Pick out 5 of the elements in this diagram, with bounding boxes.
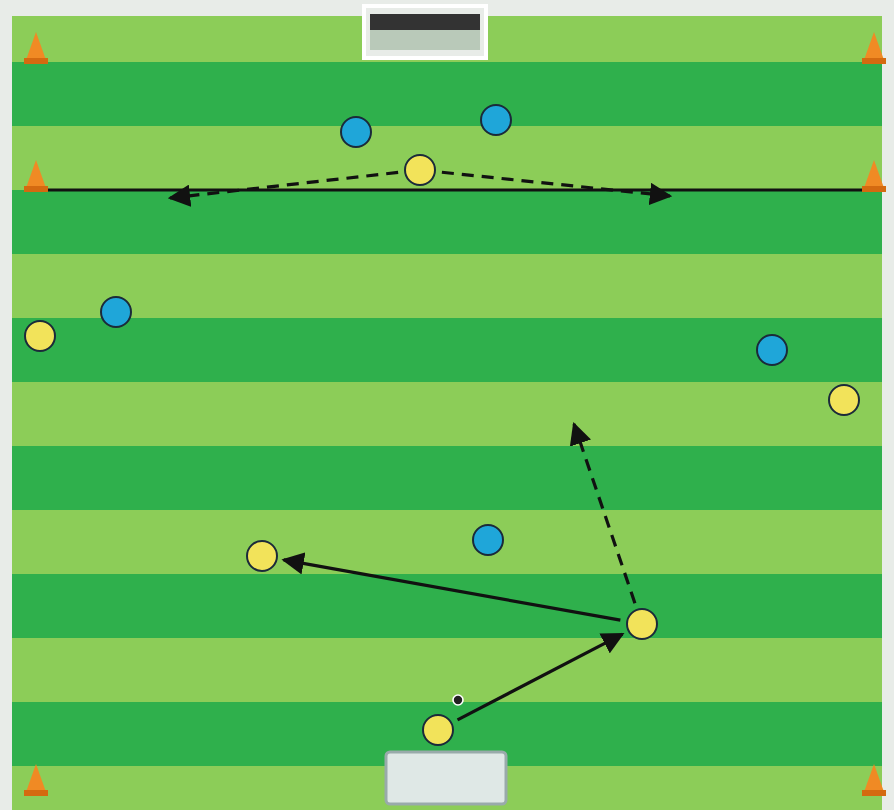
arrow — [456, 632, 625, 722]
arrow — [441, 170, 673, 206]
arrow — [281, 552, 621, 622]
arrow — [569, 421, 637, 604]
arrow — [167, 170, 399, 207]
